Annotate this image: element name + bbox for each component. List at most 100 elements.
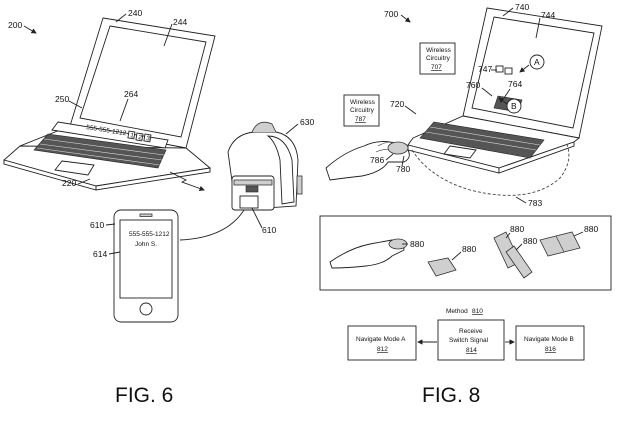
navigate-b-ref: 816 bbox=[545, 346, 556, 353]
strip-key-1 bbox=[127, 130, 136, 140]
ref-880-d-leader bbox=[573, 231, 584, 237]
flow-box-navigate-a-frame bbox=[347, 325, 417, 361]
flow-box-navigate-b-frame bbox=[515, 325, 585, 361]
ref-244: 244 bbox=[173, 17, 187, 27]
ref-240-leader bbox=[115, 13, 127, 23]
fig8-laptop bbox=[407, 7, 603, 174]
ref-760: 760 bbox=[466, 80, 480, 90]
ref-880-b-leader bbox=[505, 232, 511, 239]
laptop-base-side bbox=[95, 167, 211, 191]
marker-a-circle bbox=[529, 54, 545, 70]
phone-home-button bbox=[139, 302, 153, 316]
flow-box-navigate-a: Navigate Mode A 812 bbox=[347, 325, 417, 361]
mouse-body bbox=[387, 141, 409, 155]
hand-outline bbox=[325, 141, 410, 181]
wireless-left-line2: Circuitry bbox=[350, 107, 375, 114]
ref-220: 220 bbox=[62, 178, 76, 188]
fig6-group: 200 555-555-1212 bbox=[3, 8, 314, 407]
ref-220-leader bbox=[77, 178, 91, 185]
ref-764: 764 bbox=[508, 79, 522, 89]
receive-line2: Switch Signal bbox=[449, 337, 489, 344]
strip-key-2-label: 2 bbox=[138, 134, 143, 142]
ref-250: 250 bbox=[55, 94, 69, 104]
fig8-caption: FIG. 8 bbox=[422, 384, 480, 407]
wireless-box-top-frame bbox=[419, 42, 456, 75]
keyboard-row-line bbox=[36, 147, 161, 166]
fig8-hand-mouse bbox=[325, 141, 410, 181]
ref-880-c: 880 bbox=[523, 236, 537, 246]
strip-key-2 bbox=[135, 132, 144, 142]
wireless-left-ref: 787 bbox=[355, 116, 366, 123]
method-label: Method bbox=[446, 308, 468, 315]
marker-a-arrow bbox=[519, 64, 530, 73]
flow-box-receive: Receive Switch Signal 814 bbox=[437, 319, 505, 361]
ref-880-hand: 880 bbox=[410, 239, 424, 249]
flow-box-navigate-b: Navigate Mode B 816 bbox=[515, 325, 585, 361]
strip-key-3-label: 3 bbox=[146, 135, 151, 143]
flow-box-receive-frame bbox=[437, 319, 505, 361]
ref-720: 720 bbox=[390, 99, 404, 109]
fig8-group: 700 A B 740 744 747 760 76 bbox=[319, 2, 612, 407]
marker-b-arrow bbox=[498, 97, 508, 105]
panel-hand bbox=[329, 239, 405, 269]
ref-780-leader bbox=[401, 155, 405, 167]
ref-880-d: 880 bbox=[584, 224, 598, 234]
phone-screen bbox=[119, 219, 173, 299]
fig8-keyboard bbox=[419, 121, 545, 159]
fig6-caption: FIG. 6 bbox=[115, 384, 173, 407]
ref-610-phone-leader bbox=[105, 223, 116, 226]
ref-264-leader bbox=[119, 98, 129, 122]
ref-700: 700 bbox=[384, 9, 398, 19]
receive-ref: 814 bbox=[466, 347, 477, 354]
backpack-side-strap bbox=[296, 175, 303, 195]
ref-760-leader bbox=[481, 87, 493, 97]
fig8-key-row bbox=[425, 131, 537, 151]
ref-200: 200 bbox=[8, 20, 22, 30]
ref-610-phone: 610 bbox=[90, 220, 104, 230]
ref-720-leader bbox=[404, 105, 417, 115]
fig8-key-row bbox=[429, 126, 541, 146]
ref-200-arrow bbox=[23, 25, 37, 34]
ref-740-leader bbox=[502, 7, 514, 17]
wireless-top-ref: 707 bbox=[431, 64, 442, 71]
receive-line1: Receive bbox=[459, 328, 483, 335]
wireless-box-left: Wireless Circuitry 787 bbox=[343, 94, 380, 127]
keyboard-key-area bbox=[33, 133, 167, 169]
ref-614: 614 bbox=[93, 249, 107, 259]
ref-630-leader bbox=[285, 123, 299, 135]
ref-786-leader bbox=[385, 153, 394, 161]
fig6-phone: 555-555-1212 John S. bbox=[113, 209, 179, 323]
wireless-top-line2: Circuitry bbox=[426, 55, 451, 62]
ref-747: 747 bbox=[478, 64, 492, 74]
device-880-d-hinge bbox=[555, 235, 565, 253]
marker-b: B bbox=[511, 101, 517, 111]
fig8-indicator-1 bbox=[495, 65, 504, 73]
ref-264: 264 bbox=[124, 89, 138, 99]
input-device-panel bbox=[319, 215, 612, 291]
fig8-touchpad bbox=[443, 145, 477, 159]
ref-880-a: 880 bbox=[462, 244, 476, 254]
ref-610-bag: 610 bbox=[262, 225, 276, 235]
touchpad-divider bbox=[54, 169, 89, 176]
wireless-top-line1: Wireless bbox=[426, 47, 452, 54]
phone-speaker bbox=[139, 213, 153, 217]
device-880-a bbox=[427, 257, 457, 277]
marker-b-circle bbox=[506, 98, 522, 114]
ref-744: 744 bbox=[541, 10, 555, 20]
ref-744-leader bbox=[535, 17, 541, 39]
ref-880-b: 880 bbox=[510, 224, 524, 234]
fig8-indicator-2 bbox=[504, 67, 513, 75]
strip-key-3 bbox=[143, 133, 152, 143]
navigate-b-label: Navigate Mode B bbox=[524, 336, 574, 343]
keyboard-row-line bbox=[39, 143, 163, 161]
fig8-base-side bbox=[498, 141, 575, 174]
navigate-a-ref: 812 bbox=[377, 346, 388, 353]
backpack-side bbox=[266, 135, 295, 205]
phone-number-text: 555-555-1212 bbox=[129, 231, 170, 238]
strip-key-1-label: 1 bbox=[130, 132, 135, 140]
ref-614-leader bbox=[108, 251, 121, 255]
device-880-c bbox=[505, 245, 533, 279]
wireless-box-top: Wireless Circuitry 707 bbox=[419, 42, 456, 75]
phone-name-text: John S. bbox=[135, 241, 157, 248]
